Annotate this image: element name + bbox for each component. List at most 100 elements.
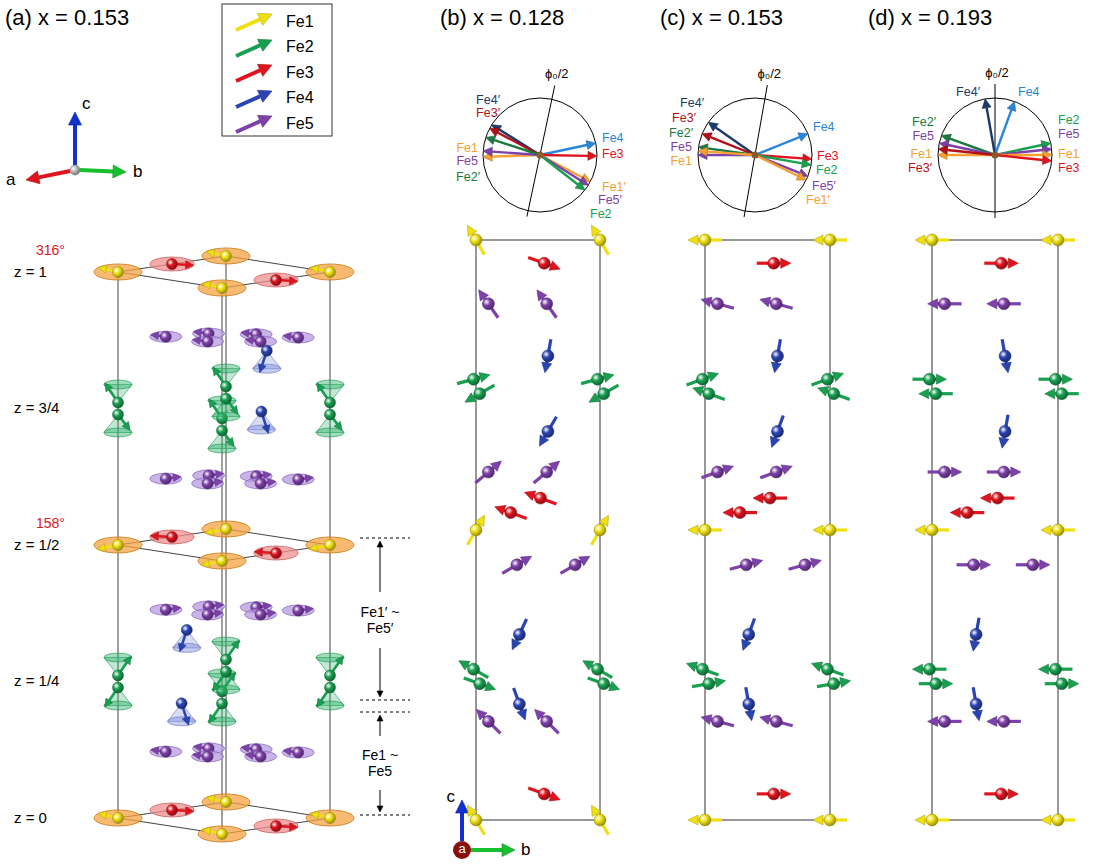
atom-ball <box>538 257 550 269</box>
spin-arrow-head <box>310 265 319 273</box>
rotation-plane <box>192 751 224 762</box>
figure-label: 316° <box>36 242 65 258</box>
spin-arrow-head <box>254 548 262 556</box>
rotation-plane <box>150 530 194 544</box>
spin-arrow-head <box>231 640 239 649</box>
rotation-plane <box>254 273 298 287</box>
spin-arrow-head <box>1038 664 1048 674</box>
atom-ball <box>482 715 494 727</box>
spin-arrow-head <box>317 383 325 392</box>
spin-arrow-head <box>202 827 211 835</box>
cone-rim <box>253 364 281 373</box>
atom-ball <box>470 814 482 826</box>
legend-arrow <box>236 45 260 56</box>
atom-ball <box>594 814 606 826</box>
axis-arrow-head <box>26 171 40 184</box>
spin-arrow-head <box>912 664 922 674</box>
legend-arrow-head <box>257 90 272 102</box>
spin-arrow-head <box>693 387 704 396</box>
rotation-plane <box>94 810 142 826</box>
spin-arrow-head <box>812 662 823 671</box>
spin-arrow-head <box>981 493 991 503</box>
atom-ball <box>221 654 232 665</box>
spin-arrow-head <box>283 333 291 341</box>
atom-ball <box>202 478 213 489</box>
spin-arrow-head <box>230 405 238 414</box>
figure-label: (c) x = 0.153 <box>660 5 783 30</box>
rotation-plane <box>192 336 224 347</box>
spin-arrow-head <box>928 716 938 726</box>
atom-ball <box>293 474 304 485</box>
atom-ball <box>293 605 304 616</box>
figure-label: Fe3′ <box>908 161 932 175</box>
axis-arrow-head <box>456 800 469 813</box>
atom-ball <box>70 165 80 175</box>
atom-ball <box>271 275 282 286</box>
spin-arrow-head <box>1001 362 1011 373</box>
bracket-arrow-head <box>377 691 383 697</box>
cone-rim <box>173 643 201 652</box>
figure-label: Fe1 ~ Fe5 <box>358 747 402 779</box>
bracket-arrow <box>380 721 381 736</box>
spin-arrow-head <box>185 807 193 815</box>
atom-ball <box>271 548 282 559</box>
atom-ball <box>113 267 124 278</box>
atom-ball <box>221 524 232 535</box>
spin-arrow-head <box>123 656 131 665</box>
atom-ball <box>697 663 709 675</box>
spin-arrow-head <box>495 506 506 515</box>
atom-ball <box>712 715 724 727</box>
legend-arrow <box>236 19 260 30</box>
atom-ball <box>541 466 553 478</box>
axis-arrow <box>471 848 502 852</box>
atom-ball <box>217 698 228 709</box>
spin-arrow-head <box>701 715 712 725</box>
spin-arrow-head <box>999 437 1009 448</box>
atom-ball <box>325 540 336 551</box>
moment-vector-head <box>796 172 806 180</box>
rotation-plane <box>150 604 182 615</box>
figure-label: Fe2 <box>816 163 838 177</box>
spin-arrow-head <box>715 678 726 688</box>
figure-label: Fe3′ <box>672 111 696 125</box>
legend-text: Fe1 <box>286 13 314 31</box>
spin-arrow-head <box>122 421 130 430</box>
spin-arrow-head <box>1011 467 1021 477</box>
atom-ball <box>828 678 840 690</box>
atom-ball <box>167 805 178 816</box>
axis-arrow <box>80 170 113 171</box>
atom-ball <box>513 628 525 640</box>
spin-arrow-head <box>1008 258 1018 268</box>
figure-label: Fe3 <box>1058 161 1080 175</box>
spin-arrow-head <box>919 389 929 399</box>
spin-arrow-head <box>194 329 202 337</box>
atom-ball <box>926 814 938 826</box>
atom-ball <box>160 604 171 615</box>
spin-arrow-head <box>542 362 552 373</box>
spin-arrow-head <box>479 373 490 383</box>
spin-arrow-head <box>936 374 946 384</box>
spin-arrow-head <box>1041 235 1051 245</box>
spin-arrow-head <box>201 560 210 568</box>
legend-arrow-head <box>257 115 272 127</box>
spin-arrow-head <box>305 475 313 483</box>
moment-vector <box>707 152 755 155</box>
atom-ball <box>474 388 486 400</box>
spin-arrow-head <box>987 716 997 726</box>
spin-arrow-head <box>216 471 224 479</box>
spin-arrow-head <box>813 815 823 825</box>
projected-cell <box>912 234 1078 826</box>
legend-text: Fe4 <box>286 89 314 107</box>
figure-label: Fe1 <box>910 147 932 161</box>
spin-arrow-head <box>205 528 214 536</box>
atom-ball <box>939 466 951 478</box>
spin-arrow-head <box>485 681 496 690</box>
atom-ball <box>926 524 938 536</box>
bracket-arrow <box>380 547 381 592</box>
figure-label: Fe5 <box>912 129 934 143</box>
atom-ball <box>255 336 266 347</box>
spin-arrow-head <box>987 299 997 309</box>
atom-ball <box>167 532 178 543</box>
rotation-plane <box>192 478 224 489</box>
spin-arrow-head <box>246 337 254 345</box>
